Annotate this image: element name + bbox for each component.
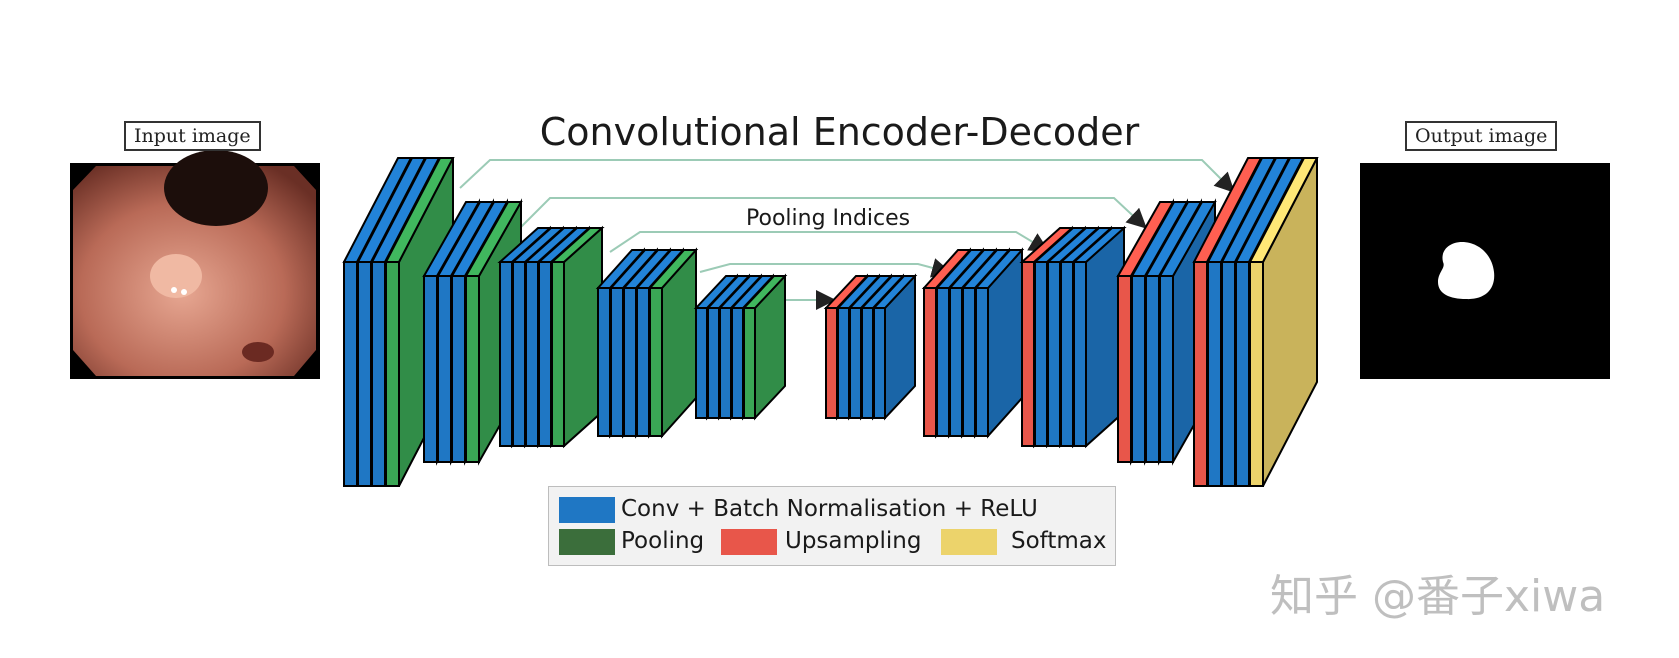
input-image-label: Input image bbox=[124, 121, 261, 151]
legend-swatch-upsampling bbox=[721, 529, 777, 555]
watermark: 知乎 @番子xiwa bbox=[1270, 571, 1606, 622]
pooling-index-connector-4 bbox=[699, 258, 952, 278]
pooling-index-connector-1 bbox=[459, 159, 1235, 193]
diagram-title: Convolutional Encoder-Decoder bbox=[539, 110, 1140, 154]
input-highlight-dot bbox=[181, 289, 187, 295]
legend-swatch-pooling bbox=[559, 529, 615, 555]
legend-label-pooling: Pooling bbox=[621, 528, 705, 554]
legend: Conv + Batch Normalisation + ReLU Poolin… bbox=[548, 486, 1116, 566]
output-image-label: Output image bbox=[1405, 121, 1558, 151]
pooling-index-connector-2 bbox=[519, 197, 1147, 229]
decoder-block-1-slab-5 bbox=[871, 273, 918, 421]
decoder-block-5-slab-5 bbox=[1248, 157, 1319, 487]
encoder-block-5-slab-5 bbox=[741, 273, 788, 421]
legend-label-conv: Conv + Batch Normalisation + ReLU bbox=[621, 496, 1038, 522]
pooling-indices-label: Pooling Indices bbox=[746, 206, 911, 231]
decoder-block-3-slab-5 bbox=[1071, 225, 1127, 449]
input-lumen-shape bbox=[164, 150, 268, 226]
legend-label-softmax: Softmax bbox=[1011, 528, 1107, 554]
input-polyp-shape bbox=[150, 254, 202, 298]
encoder-block-4-slab-5 bbox=[647, 247, 699, 439]
output-mask-blob bbox=[1438, 242, 1495, 300]
legend-swatch-conv bbox=[559, 497, 615, 523]
decoder-block-2-slab-5 bbox=[973, 247, 1025, 439]
input-dark-spot bbox=[242, 342, 274, 362]
legend-label-upsampling: Upsampling bbox=[785, 528, 922, 554]
legend-swatch-softmax bbox=[941, 529, 997, 555]
pooling-index-connector-3 bbox=[609, 231, 1050, 253]
encoder-block-3-slab-5 bbox=[549, 225, 605, 449]
input-highlight-dot bbox=[171, 287, 177, 293]
